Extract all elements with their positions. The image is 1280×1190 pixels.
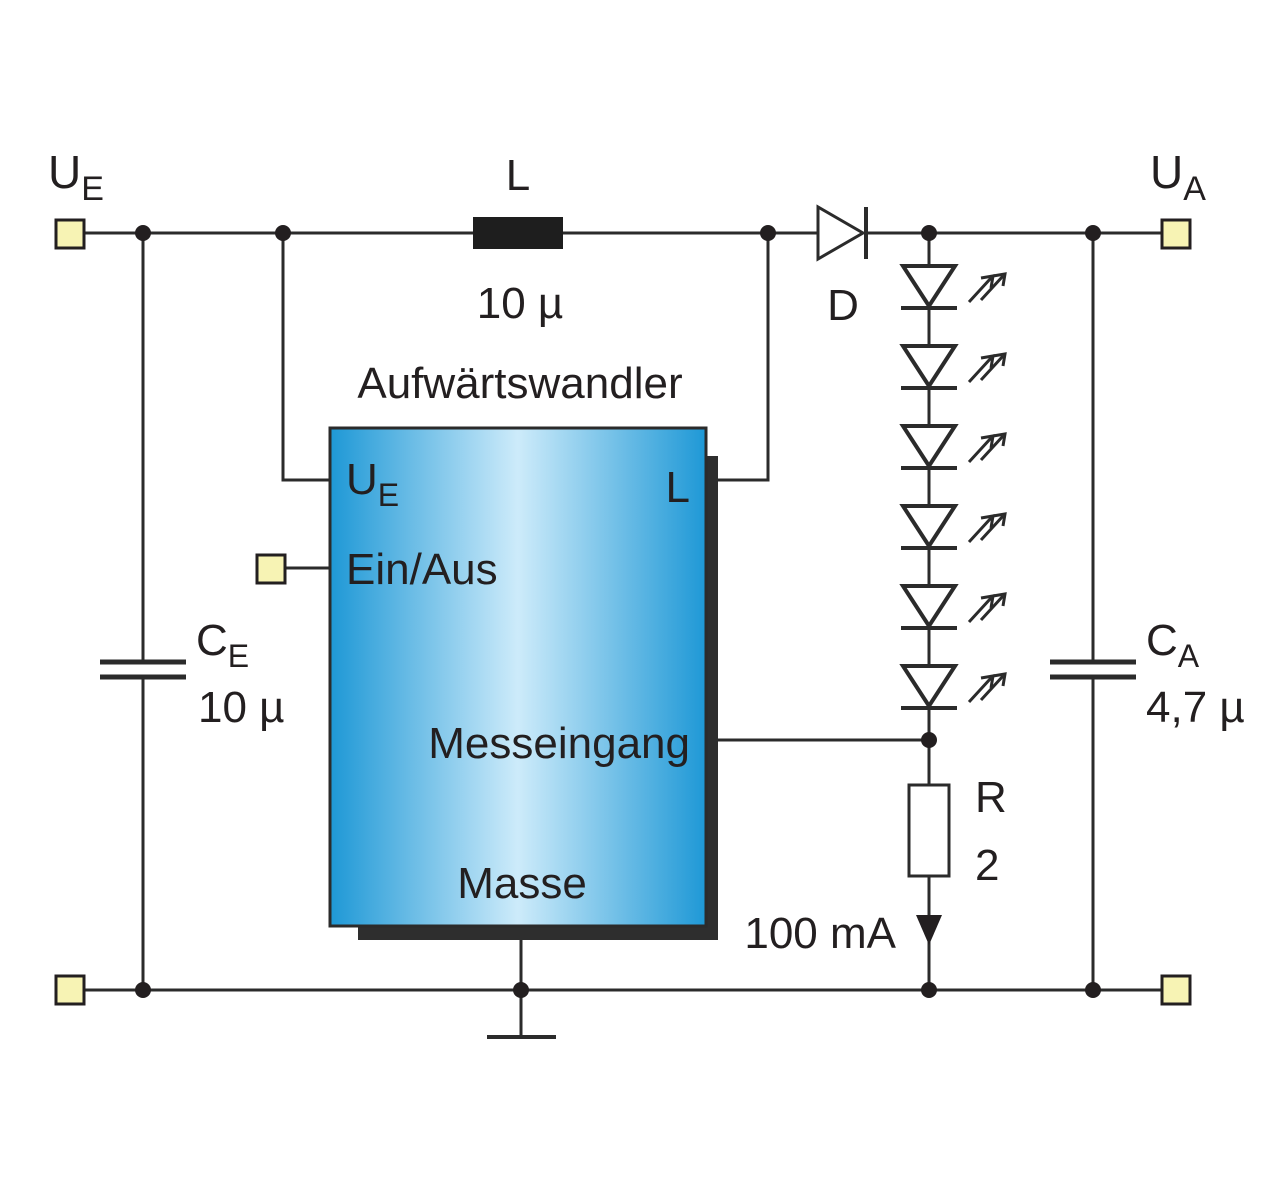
converter-body <box>328 426 708 928</box>
l-pin-wire <box>714 231 770 482</box>
output-terminal-label: UA <box>1150 146 1206 208</box>
light-emission-icon <box>967 352 1007 384</box>
light-emission-icon <box>967 512 1007 544</box>
led-symbol <box>899 344 1007 390</box>
light-emission-icon <box>967 272 1007 304</box>
led-symbol <box>899 504 1007 550</box>
led-symbol <box>899 664 1007 710</box>
current-arrow-icon <box>916 915 942 945</box>
wires <box>84 231 1162 1039</box>
led-symbol <box>899 424 1007 470</box>
light-emission-icon <box>967 432 1007 464</box>
input-terminal[interactable] <box>54 218 86 250</box>
input-terminal-label: UE <box>48 146 104 208</box>
output-capacitor-name: CA <box>1146 616 1200 674</box>
input-capacitor-symbol <box>100 659 186 680</box>
input-capacitor-name: CE <box>196 616 249 674</box>
resistor-name: R <box>975 773 1007 822</box>
led-symbol <box>899 264 1007 310</box>
junction-nodes <box>135 225 1101 998</box>
inductor-value: 10 µ <box>477 279 564 328</box>
enable-terminal[interactable] <box>255 553 287 585</box>
junction-node <box>921 732 937 748</box>
resistor-value: 2 <box>975 841 999 890</box>
junction-node <box>1085 982 1101 998</box>
ground-terminal-right[interactable] <box>1160 974 1192 1006</box>
diode-name: D <box>827 281 859 330</box>
diode-symbol <box>816 204 868 262</box>
led-symbol <box>899 584 1007 630</box>
inductor-name: L <box>506 151 530 200</box>
pin-sense-label: Messeingang <box>428 719 690 768</box>
junction-node <box>135 982 151 998</box>
resistor-symbol <box>907 783 951 878</box>
converter-title: Aufwärtswandler <box>357 359 682 408</box>
ue-pin-wire <box>281 231 332 482</box>
output-capacitor-symbol <box>1050 659 1136 680</box>
pin-ue-label: UE <box>346 455 399 513</box>
input-capacitor-value: 10 µ <box>198 683 285 732</box>
pin-enable-label: Ein/Aus <box>346 545 498 594</box>
junction-node <box>921 982 937 998</box>
ground-terminal-left[interactable] <box>54 974 86 1006</box>
pin-ground-label: Masse <box>457 859 587 908</box>
junction-node <box>1085 225 1101 241</box>
output-capacitor-value: 4,7 µ <box>1146 683 1245 732</box>
junction-node <box>275 225 291 241</box>
junction-node <box>135 225 151 241</box>
junction-node <box>921 225 937 241</box>
output-terminal[interactable] <box>1160 218 1192 250</box>
junction-node <box>760 225 776 241</box>
junction-node <box>513 982 529 998</box>
light-emission-icon <box>967 672 1007 704</box>
led-chain <box>899 264 1007 710</box>
inductor-symbol <box>473 217 563 249</box>
resistor-current: 100 mA <box>744 909 896 958</box>
light-emission-icon <box>967 592 1007 624</box>
pin-l-label: L <box>666 463 690 512</box>
